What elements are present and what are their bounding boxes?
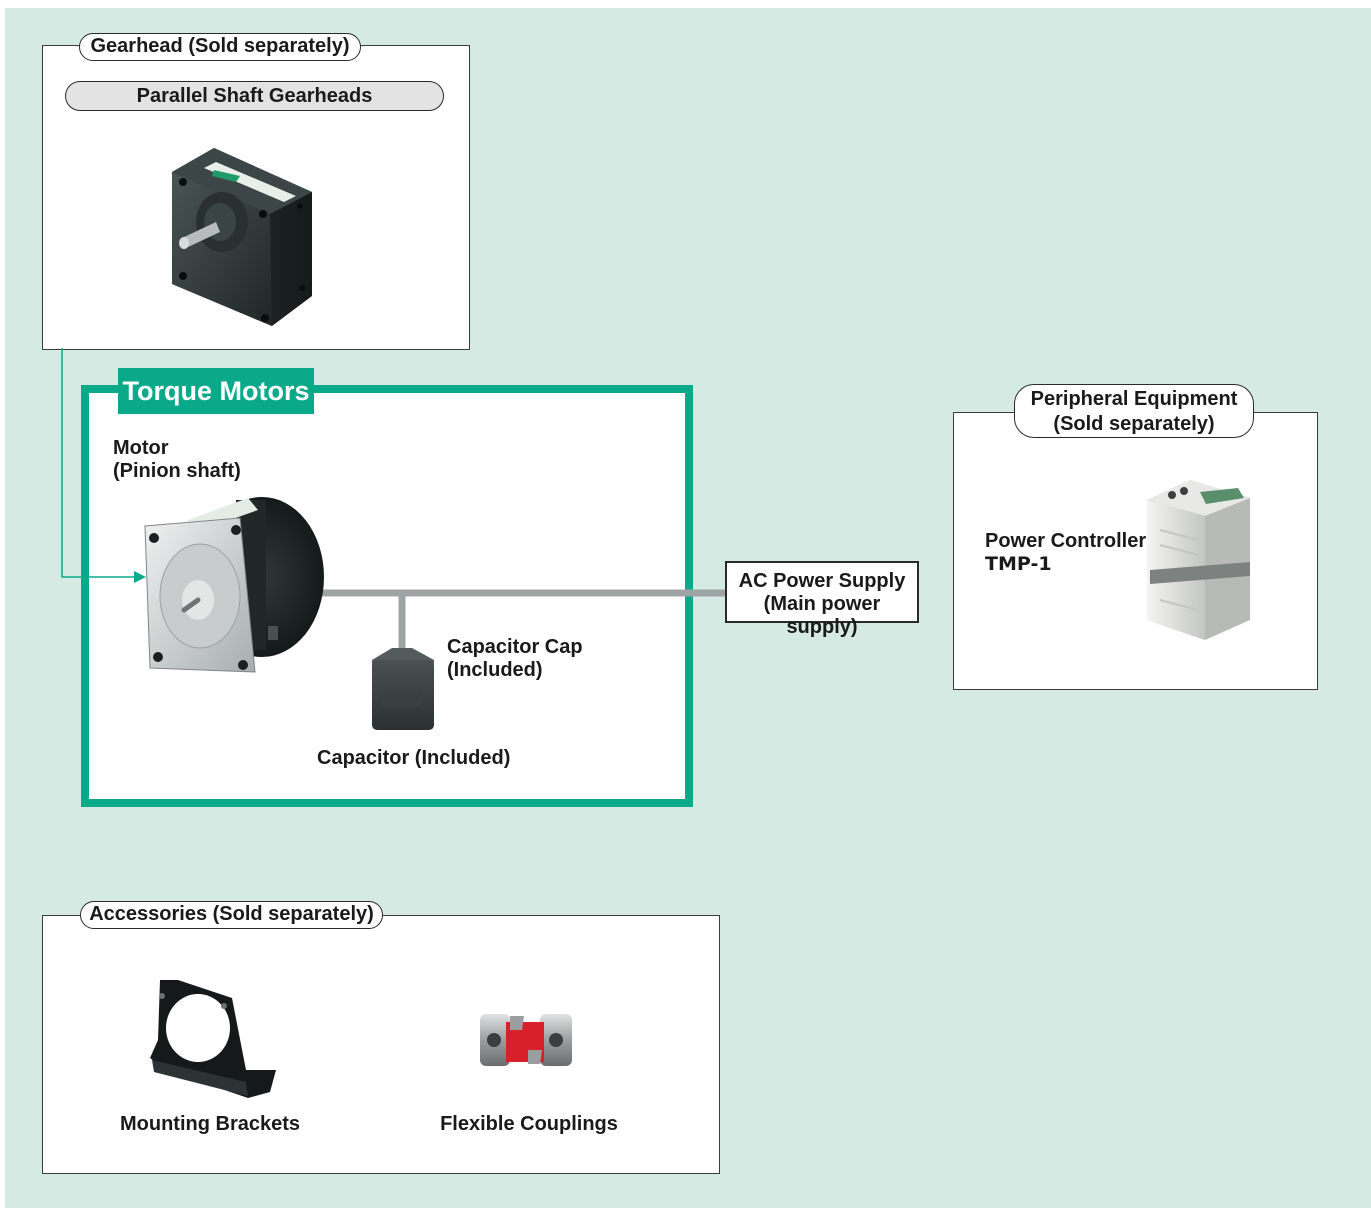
power-controller-name: Power Controller bbox=[985, 530, 1147, 552]
peripheral-panel bbox=[953, 412, 1318, 690]
accessories-title: Accessories (Sold separately) bbox=[80, 901, 383, 929]
torque-motors-title: Torque Motors bbox=[118, 368, 314, 414]
flexible-couplings-label: Flexible Couplings bbox=[440, 1113, 618, 1135]
power-controller-label: Power Controller TMP-1 bbox=[985, 530, 1146, 576]
capacitor-cap-line2: (Included) bbox=[447, 659, 543, 681]
capacitor-cap-line1: Capacitor Cap bbox=[447, 636, 583, 658]
power-controller-model: TMP-1 bbox=[985, 553, 1052, 575]
peripheral-title: Peripheral Equipment (Sold separately) bbox=[1014, 384, 1254, 438]
ac-power-line1: AC Power Supply bbox=[738, 570, 906, 592]
ac-power-line2: (Main power supply) bbox=[763, 593, 881, 638]
motor-label: Motor (Pinion shaft) bbox=[113, 437, 241, 483]
capacitor-cap-label: Capacitor Cap (Included) bbox=[447, 636, 583, 682]
motor-label-line2: (Pinion shaft) bbox=[113, 460, 241, 482]
gearhead-subtitle: Parallel Shaft Gearheads bbox=[65, 81, 444, 111]
gearhead-title: Gearhead (Sold separately) bbox=[79, 33, 361, 61]
motor-label-line1: Motor bbox=[113, 437, 169, 459]
mounting-brackets-label: Mounting Brackets bbox=[119, 1113, 301, 1135]
capacitor-label: Capacitor (Included) bbox=[317, 747, 511, 769]
peripheral-title-line1: Peripheral Equipment bbox=[1030, 388, 1238, 410]
ac-power-supply-box: AC Power Supply (Main power supply) bbox=[725, 561, 919, 638]
peripheral-title-line2: (Sold separately) bbox=[1053, 413, 1215, 435]
